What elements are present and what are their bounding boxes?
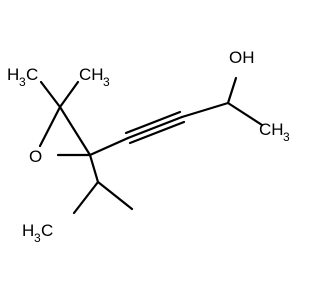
svg-text:CH: CH xyxy=(79,65,104,84)
svg-text:3: 3 xyxy=(34,231,41,245)
bond-c1-o xyxy=(38,105,62,148)
svg-text:C: C xyxy=(41,221,53,240)
svg-text:3: 3 xyxy=(19,75,26,89)
structure-canvas: OH O H 3 C CH 3 H 3 C CH xyxy=(7,48,290,245)
bond-c2-alkyne xyxy=(88,136,130,157)
methyl-bottom-left-label: H 3 C xyxy=(22,221,53,245)
epoxide-oxygen-label: O xyxy=(29,147,42,166)
svg-text:H: H xyxy=(7,65,19,84)
bonds xyxy=(38,76,264,215)
bond-carbinol-oh xyxy=(226,76,238,105)
svg-text:CH: CH xyxy=(259,120,284,139)
bond-carbinol-methyl xyxy=(226,101,264,127)
bond-ipr-me-left xyxy=(72,180,100,215)
bond-c2-ipr xyxy=(88,153,100,184)
methyl-top-left-label: H 3 C xyxy=(7,65,38,89)
svg-text:3: 3 xyxy=(283,130,290,144)
bond-c1-c2 xyxy=(58,105,92,157)
triple-bond-1 xyxy=(124,110,182,135)
svg-text:3: 3 xyxy=(103,75,110,89)
methyl-top-right-label: CH 3 xyxy=(79,65,110,89)
methyl-right-label: CH 3 xyxy=(259,120,290,144)
bond-alkyne-carbinol xyxy=(180,101,230,119)
molecule-diagram: OH O H 3 C CH 3 H 3 C CH xyxy=(7,48,290,245)
bond-c1-me-left xyxy=(39,80,62,109)
atom-labels: OH O H 3 C CH 3 H 3 C CH xyxy=(7,48,290,245)
svg-text:C: C xyxy=(26,65,38,84)
hydroxyl-label: OH xyxy=(229,48,255,67)
bond-c1-me-right xyxy=(58,80,80,109)
triple-bond-3 xyxy=(128,120,186,145)
svg-text:H: H xyxy=(22,221,34,240)
triple-bond-2 xyxy=(126,115,184,140)
bond-ipr-me-right xyxy=(96,180,134,211)
